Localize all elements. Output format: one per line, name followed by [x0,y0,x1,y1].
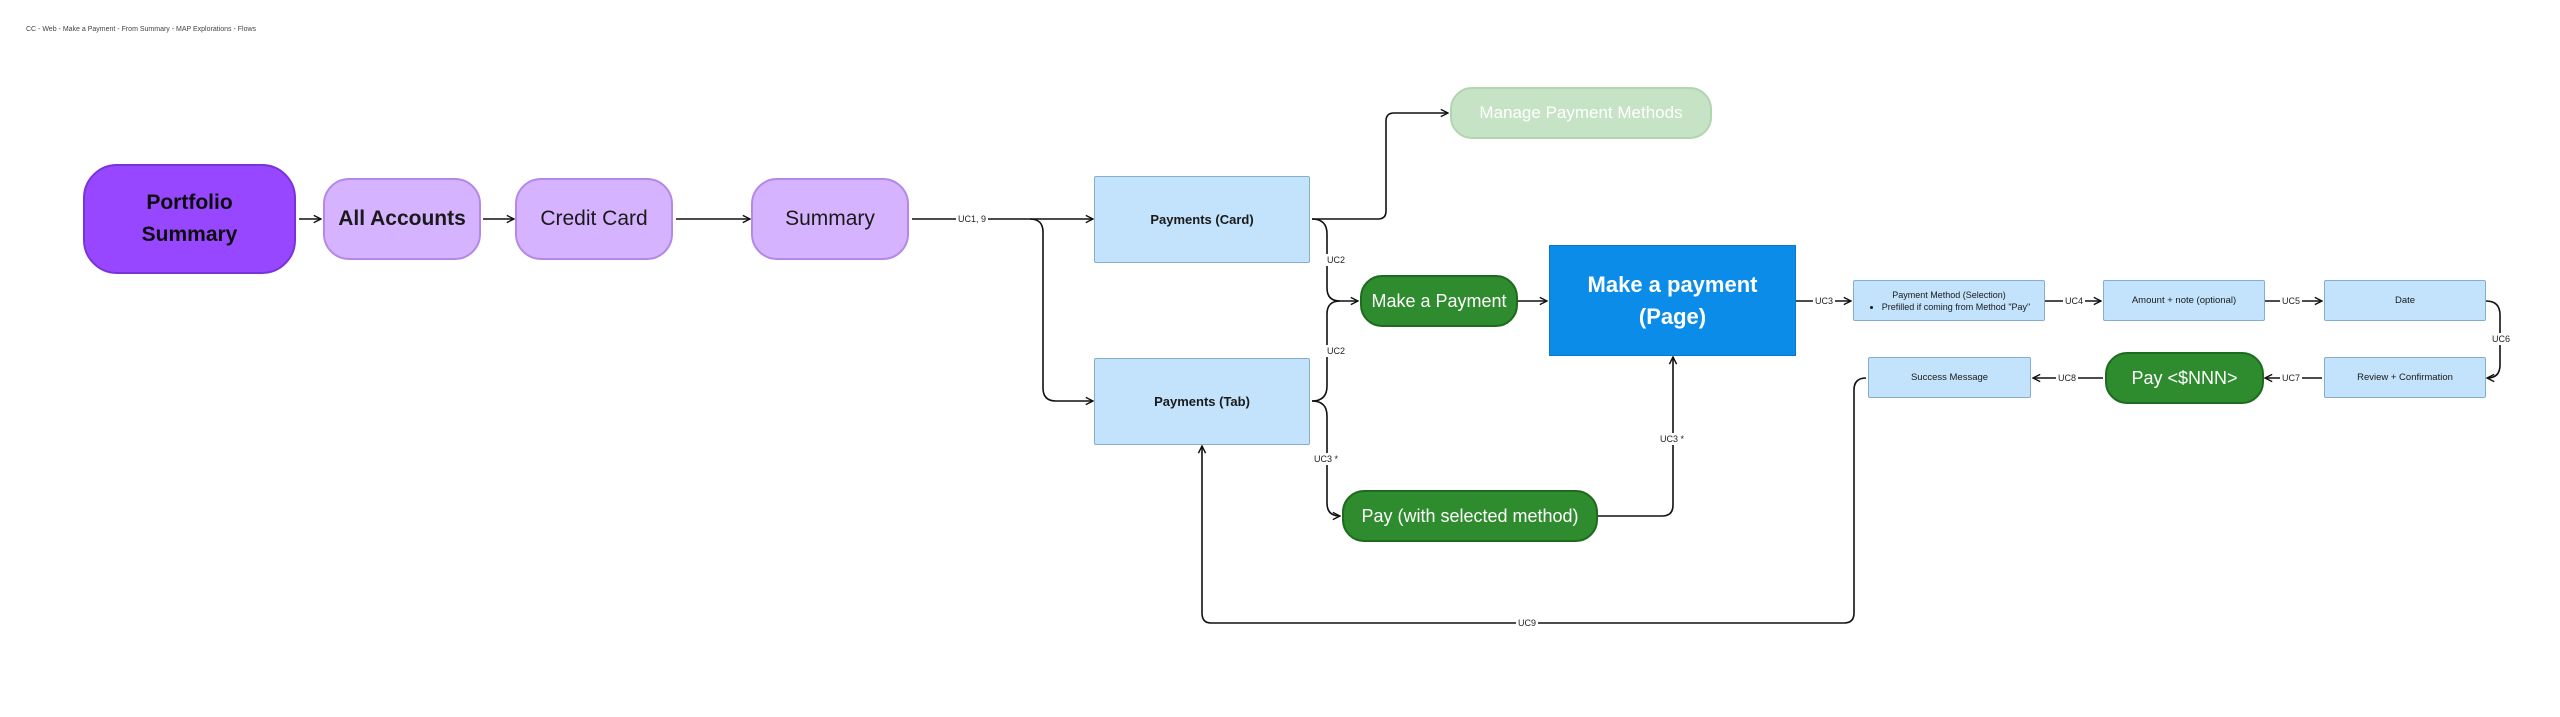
node-payment-method-selection[interactable]: Payment Method (Selection) Prefilled if … [1853,280,2045,321]
node-summary-label: Summary [785,207,875,230]
edge-label-uc1-9: UC1, 9 [956,213,989,225]
edge-label-uc3-star-tab: UC3 * [1312,453,1341,465]
edge-pay-selected-to-page [1597,357,1673,517]
node-payments-card[interactable]: Payments (Card) [1094,176,1310,263]
node-payment-method-note: Prefilled if coming from Method "Pay" [1882,301,2030,313]
edge-label-uc6: UC6 [2490,333,2513,345]
node-manage-payment-methods[interactable]: Manage Payment Methods [1450,87,1712,139]
node-pay-with-selected-method[interactable]: Pay (with selected method) [1342,490,1598,542]
edge-label-uc5: UC5 [2280,295,2303,307]
node-amount-note-label: Amount + note (optional) [2131,295,2237,306]
edge-label-uc7: UC7 [2280,372,2303,384]
node-payment-method-notes: Prefilled if coming from Method "Pay" [1868,301,2030,313]
edge-summary-to-payments-tab [1029,218,1093,401]
node-make-a-payment-page-label: Make a payment (Page) [1587,271,1758,329]
edge-label-uc2-bottom: UC2 [1325,345,1348,357]
edge-label-uc8: UC8 [2056,372,2079,384]
node-pay-nnn-label: Pay <$NNN> [2131,367,2238,388]
page-title: CC - Web - Make a Payment - From Summary… [26,26,257,33]
node-review-confirmation[interactable]: Review + Confirmation [2324,357,2486,398]
node-all-accounts[interactable]: All Accounts [323,178,481,260]
node-review-confirmation-label: Review + Confirmation [2357,372,2453,383]
edge-card-to-make-payment [1311,218,1358,301]
node-all-accounts-label: All Accounts [338,207,466,230]
node-credit-card[interactable]: Credit Card [515,178,673,260]
node-make-a-payment-page[interactable]: Make a payment (Page) [1549,245,1796,356]
node-payment-method-selection-label: Payment Method (Selection) [1892,289,2006,300]
edge-card-to-manage [1312,113,1448,220]
node-payments-card-label: Payments (Card) [1150,212,1254,227]
node-pay-with-selected-method-label: Pay (with selected method) [1361,505,1579,526]
node-success-message[interactable]: Success Message [1868,357,2031,398]
edge-label-uc9: UC9 [1516,617,1539,629]
edge-label-uc3-star-page: UC3 * [1658,433,1687,445]
node-pay-nnn[interactable]: Pay <$NNN> [2105,352,2264,404]
node-make-a-payment-label: Make a Payment [1371,290,1507,311]
edge-label-uc4: UC4 [2063,295,2086,307]
edge-label-uc3: UC3 [1813,295,1836,307]
node-portfolio-summary[interactable]: Portfolio Summary [83,164,296,274]
node-success-message-label: Success Message [1910,372,1989,383]
node-credit-card-label: Credit Card [540,207,648,230]
node-manage-payment-methods-label: Manage Payment Methods [1479,103,1683,122]
node-make-a-payment[interactable]: Make a Payment [1360,275,1518,327]
edge-label-uc2-top: UC2 [1325,254,1348,266]
node-amount-note[interactable]: Amount + note (optional) [2103,280,2265,321]
node-date-label: Date [2394,295,2416,306]
node-payments-tab-label: Payments (Tab) [1154,394,1250,409]
node-portfolio-summary-label: Portfolio Summary [141,191,238,246]
edge-success-to-tab [1202,377,1867,624]
node-summary[interactable]: Summary [751,178,909,260]
node-date[interactable]: Date [2324,280,2486,321]
node-payments-tab[interactable]: Payments (Tab) [1094,358,1310,445]
